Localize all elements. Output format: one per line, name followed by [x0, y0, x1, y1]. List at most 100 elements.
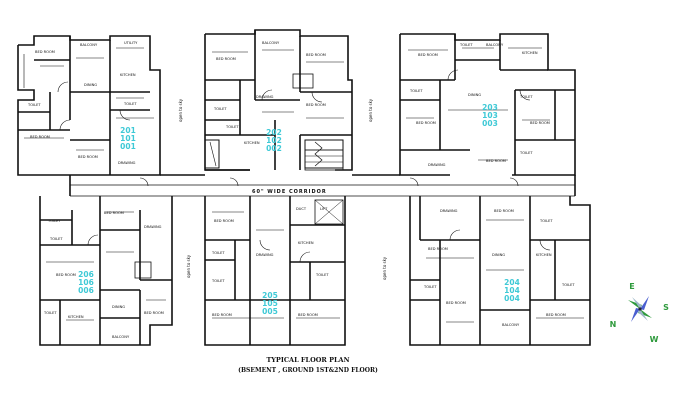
room-label: BED ROOM — [216, 57, 236, 61]
plan-subtitle: (BSEMENT , GROUND 1ST&2ND FLOOR) — [238, 367, 378, 374]
plan-title: TYPICAL FLOOR PLAN — [266, 356, 349, 364]
flat-e-walls — [204, 196, 346, 346]
room-label: BALCONY — [502, 323, 520, 327]
room-label: BED ROOM — [212, 313, 232, 317]
flat-b-walls — [204, 29, 353, 171]
room-label: TOILET — [539, 219, 553, 223]
room-label: DINING — [468, 93, 481, 97]
room-label: TOILET — [123, 102, 137, 106]
open-to-sky-label: open to sky — [382, 256, 387, 280]
room-label: DRAWING — [256, 95, 274, 99]
flat-a-walls — [17, 35, 161, 176]
room-label: TOILET — [459, 43, 473, 47]
unit-number: 003 — [482, 119, 498, 128]
corridor-walls — [69, 169, 576, 197]
room-label: KITCHEN — [298, 241, 314, 245]
room-label: TOILET — [213, 107, 227, 111]
open-to-sky-label: open to sky — [368, 98, 373, 122]
unit-number: 204 — [504, 278, 520, 287]
room-label: BED ROOM — [78, 155, 98, 159]
room-label: TOILET — [561, 283, 575, 287]
flat-c-walls — [399, 33, 576, 176]
room-label: KITCHEN — [68, 315, 84, 319]
room-label: TOILET — [211, 279, 225, 283]
compass-south: S — [663, 303, 669, 312]
room-labels: BED ROOM BALCONY KITCHEN DINING TOILET T… — [27, 41, 575, 339]
room-label: TOILET — [409, 89, 423, 93]
room-label: BED ROOM — [530, 121, 550, 125]
room-label: TOILET — [47, 219, 61, 223]
room-label: BED ROOM — [30, 135, 50, 139]
unit-number: 201 — [120, 126, 136, 135]
room-label: KITCHEN — [536, 253, 552, 257]
room-label: TOILET — [27, 103, 41, 107]
room-label: TOILET — [211, 251, 225, 255]
room-label: BALCONY — [262, 41, 280, 45]
unit-number: 105 — [262, 299, 278, 308]
room-label: BED ROOM — [306, 103, 326, 107]
room-label: DINING — [492, 253, 505, 257]
room-label: BED ROOM — [494, 209, 514, 213]
room-label: BED ROOM — [214, 219, 234, 223]
room-label: DRAWING — [144, 225, 162, 229]
room-label: DRAWING — [118, 161, 136, 165]
compass-letters: E S N W — [610, 282, 669, 344]
flat-d-walls — [39, 196, 173, 346]
room-label: DINING — [112, 305, 125, 309]
room-label: TOILET — [519, 151, 533, 155]
room-label: BED ROOM — [306, 53, 326, 57]
room-label: BED ROOM — [144, 311, 164, 315]
room-label: BED ROOM — [104, 211, 124, 215]
unit-number: 004 — [504, 294, 520, 303]
door-swings — [57, 69, 551, 263]
unit-number: 101 — [120, 134, 136, 143]
room-label: BED ROOM — [298, 313, 318, 317]
room-label: KITCHEN — [120, 73, 136, 77]
unit-number: 106 — [78, 278, 94, 287]
room-label: BALCONY — [112, 335, 130, 339]
room-label: TOILET — [43, 311, 57, 315]
room-label: DRAWING — [256, 253, 274, 257]
room-label: DRAWING — [428, 163, 446, 167]
room-label: LIFT — [320, 207, 328, 211]
unit-numbers: 201 101 001 202 102 002 203 103 003 206 … — [78, 103, 520, 316]
unit-number: 206 — [78, 270, 94, 279]
room-label: TOILET — [225, 125, 239, 129]
room-label: DUCT — [296, 207, 307, 211]
compass-east: E — [629, 282, 634, 291]
corridor-label: 60" WIDE CORRIDOR — [252, 189, 327, 195]
room-label: BED ROOM — [428, 247, 448, 251]
building-walls — [17, 29, 591, 346]
room-label: DINING — [84, 83, 97, 87]
room-label: TOILET — [49, 237, 63, 241]
compass-north: N — [610, 320, 617, 329]
room-label: BED ROOM — [56, 273, 76, 277]
room-label: TOILET — [315, 273, 329, 277]
unit-number: 006 — [78, 286, 94, 295]
room-label: KITCHEN — [244, 141, 260, 145]
unit-number: 202 — [266, 128, 282, 137]
unit-number: 005 — [262, 307, 278, 316]
unit-number: 205 — [262, 291, 278, 300]
unit-number: 002 — [266, 144, 282, 153]
room-label: BALCONY — [486, 43, 504, 47]
room-label: BED ROOM — [486, 159, 506, 163]
unit-number: 102 — [266, 136, 282, 145]
room-label: BED ROOM — [416, 121, 436, 125]
unit-number: 104 — [504, 286, 520, 295]
room-label: BED ROOM — [546, 313, 566, 317]
open-to-sky-labels: open to sky open to sky open to sky open… — [178, 98, 387, 280]
room-label: TOILET — [423, 285, 437, 289]
unit-number: 103 — [482, 111, 498, 120]
unit-number: 001 — [120, 142, 136, 151]
room-label: BED ROOM — [418, 53, 438, 57]
compass-west: W — [650, 335, 659, 344]
unit-number: 203 — [482, 103, 498, 112]
room-label: BED ROOM — [446, 301, 466, 305]
room-label: TOILET — [519, 95, 533, 99]
room-label: BED ROOM — [35, 50, 55, 54]
stair-core — [304, 149, 344, 171]
room-label: DRAWING — [440, 209, 458, 213]
